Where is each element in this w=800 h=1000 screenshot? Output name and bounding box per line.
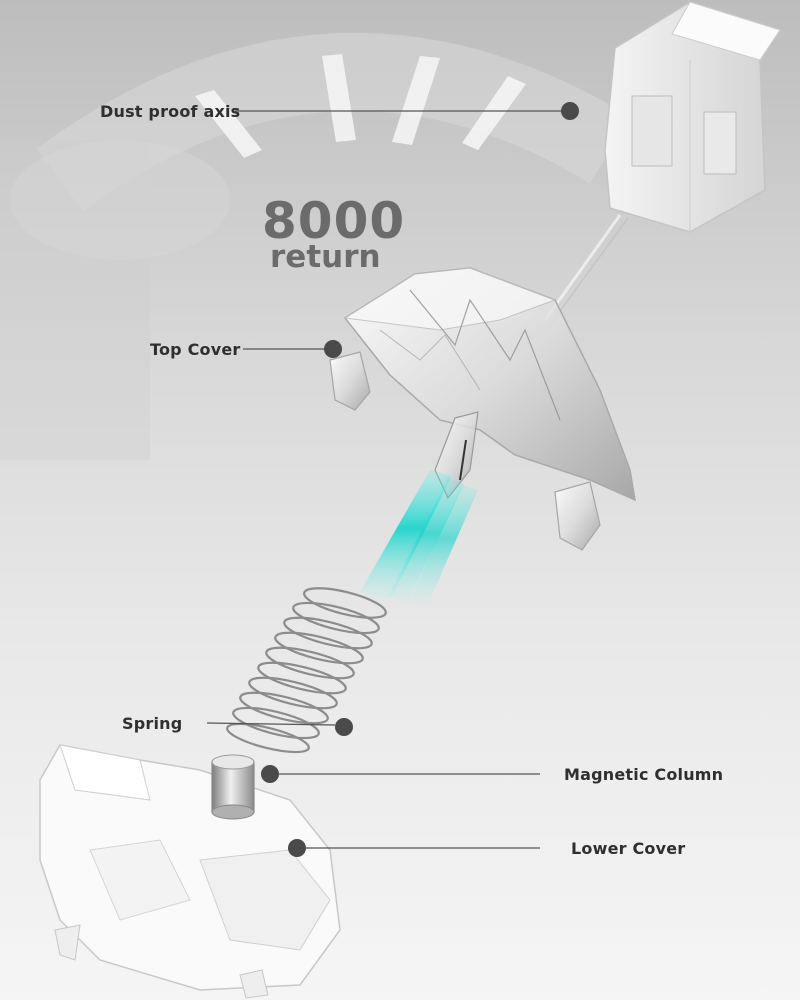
label-magnetic-column: Magnetic Column xyxy=(564,765,724,784)
magnetic-column-marker xyxy=(261,765,279,783)
label-lower-cover: Lower Cover xyxy=(571,839,686,858)
callout-leaders xyxy=(206,110,565,849)
headline-word: return xyxy=(270,239,381,275)
spring-marker xyxy=(335,718,353,736)
spring-coil xyxy=(226,587,387,754)
headline-number: 8000 xyxy=(262,192,406,250)
label-top-cover: Top Cover xyxy=(150,340,241,359)
magnetic-column xyxy=(211,754,255,820)
callout-dots xyxy=(261,102,579,857)
decorative-arc xyxy=(0,32,631,460)
light-beams xyxy=(360,470,478,604)
lower-cover-marker xyxy=(288,839,306,857)
headline: 8000 return xyxy=(262,196,405,273)
dust-proof-axis-stem xyxy=(604,1,782,233)
label-dust-proof-axis: Dust proof axis xyxy=(100,102,241,121)
lower-cover-housing xyxy=(39,744,341,999)
dust-proof-axis-marker xyxy=(561,102,579,120)
top-cover-marker xyxy=(324,340,342,358)
guide-line xyxy=(543,214,622,321)
label-spring: Spring xyxy=(122,714,183,733)
top-cover-housing xyxy=(329,267,636,551)
